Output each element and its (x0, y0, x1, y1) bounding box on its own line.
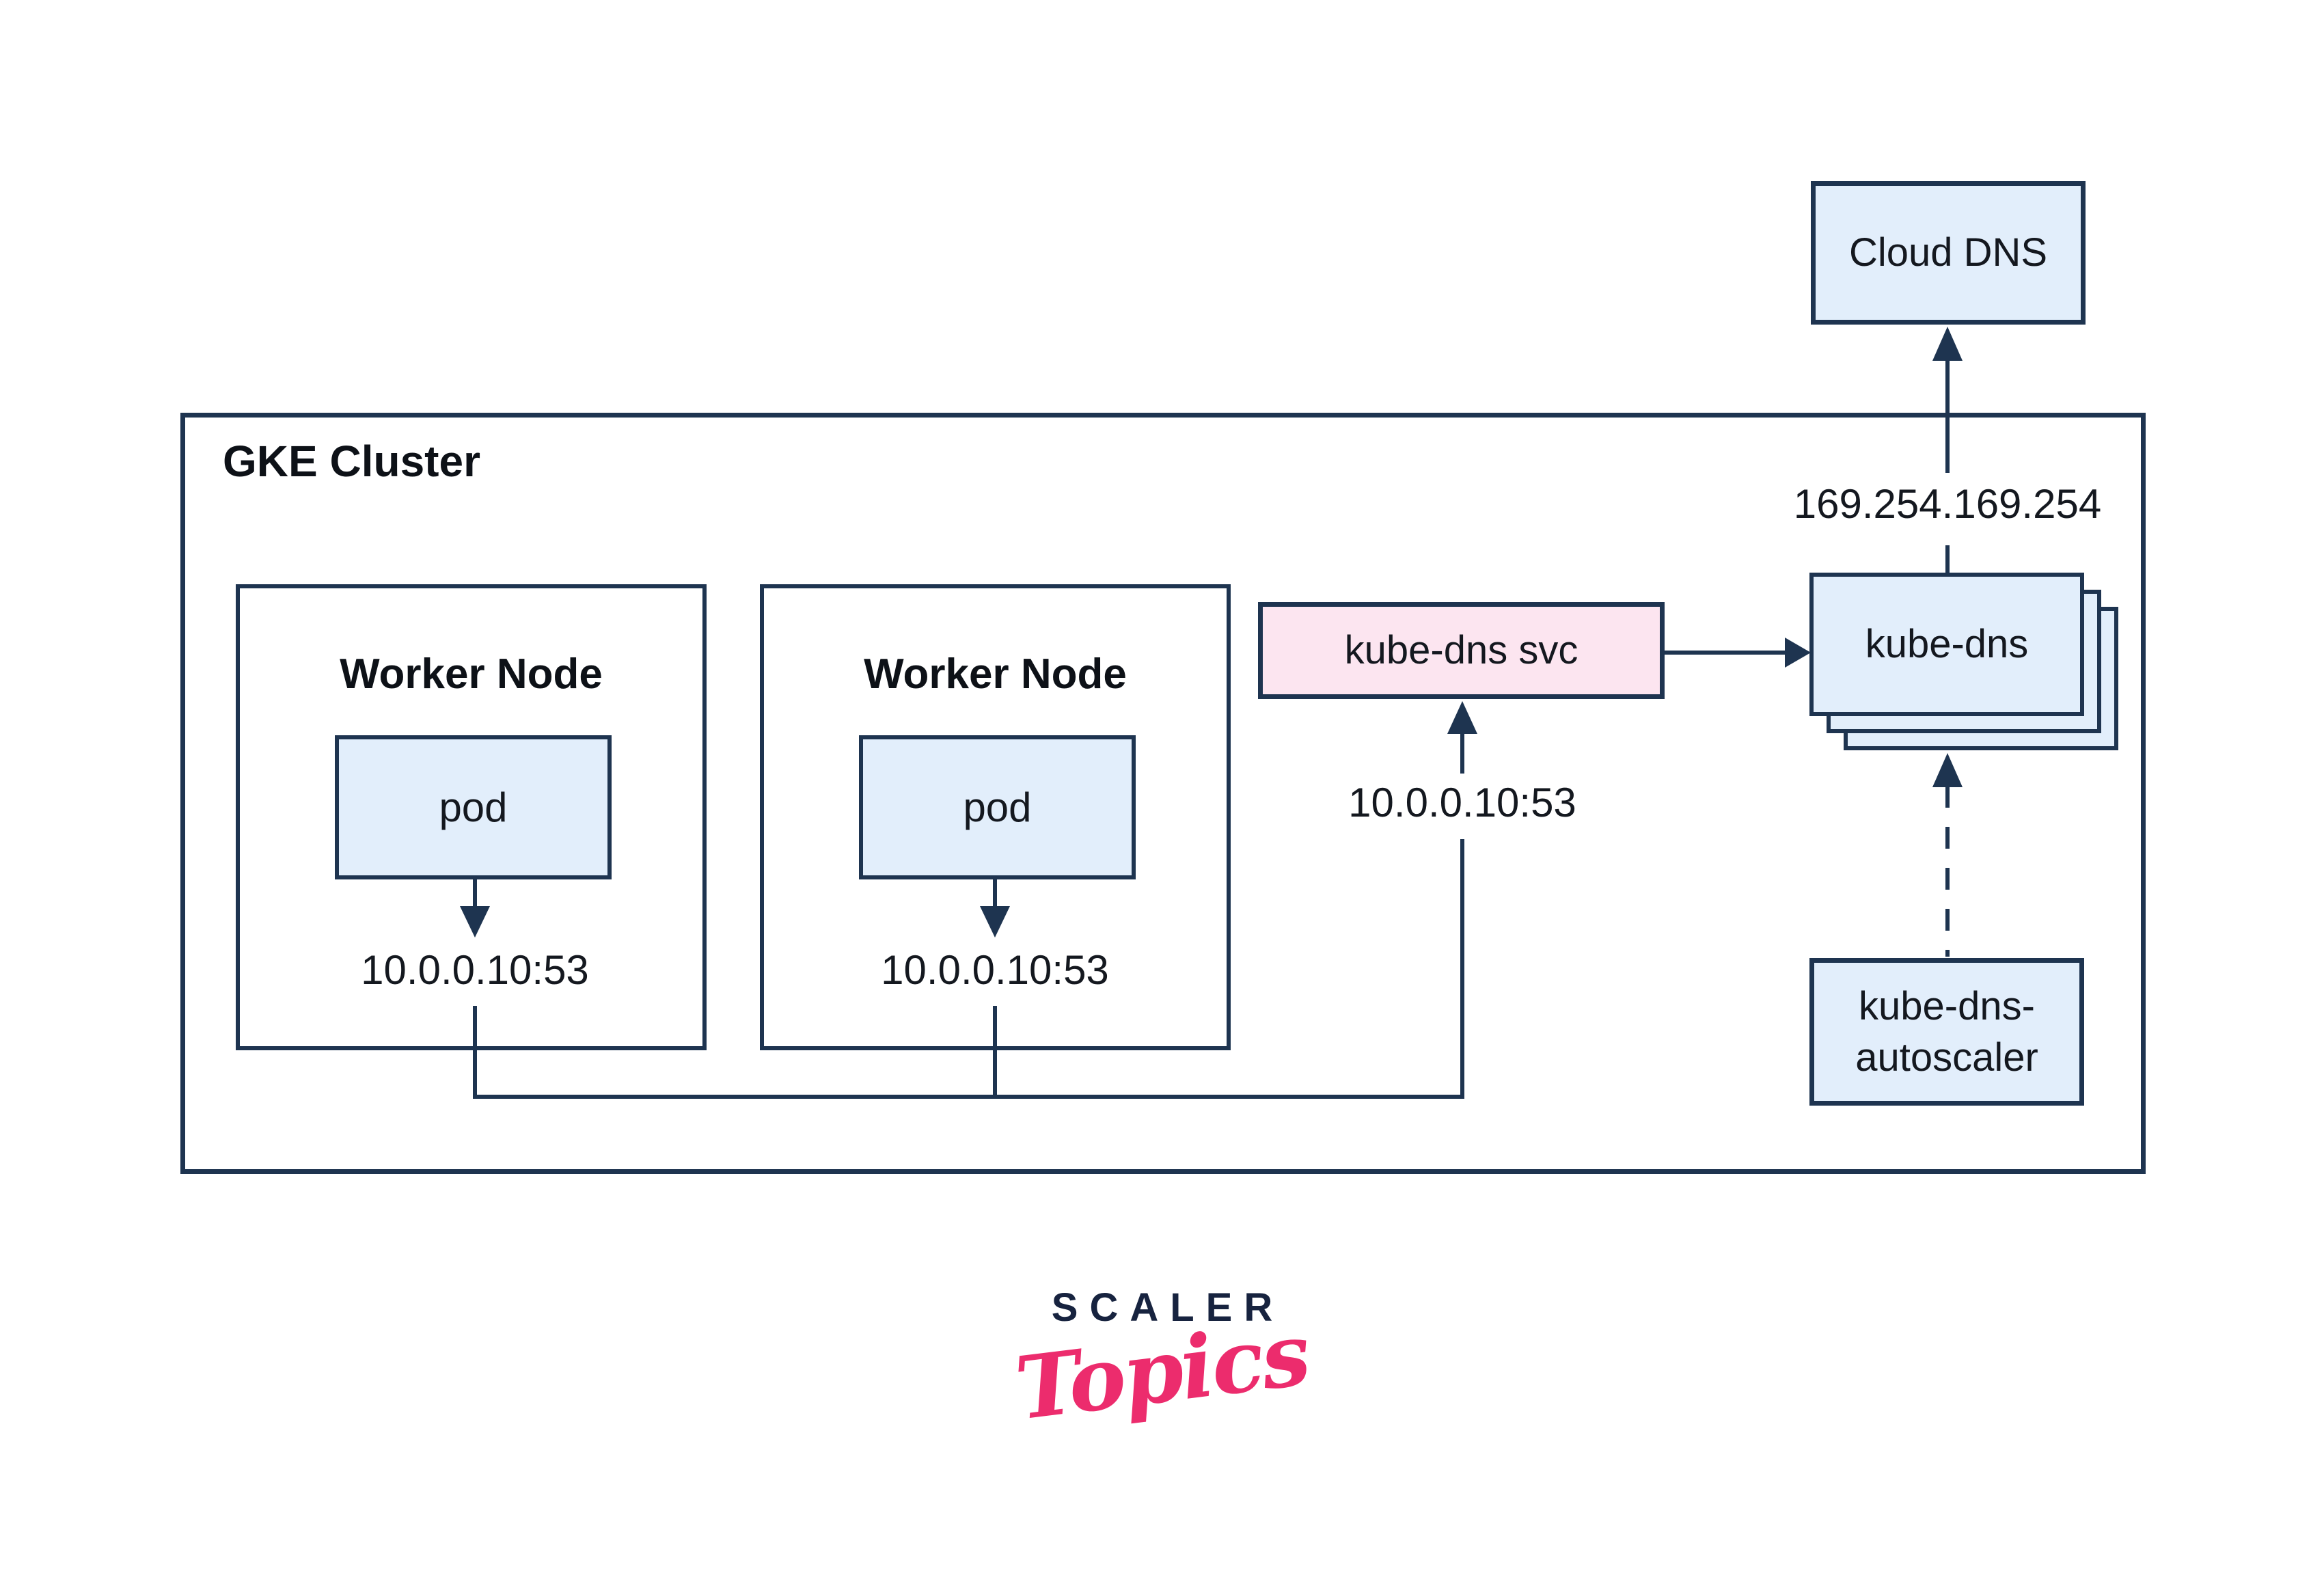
kube-dns-label: kube-dns (1865, 622, 2029, 667)
kube-dns-autoscaler-line2: autoscaler (1855, 1035, 2038, 1080)
worker-1-dns-ip-label: 10.0.0.10:53 (361, 947, 589, 993)
pod-1-box: pod (335, 735, 612, 879)
kube-dns-box: kube-dns (1809, 573, 2084, 716)
kube-dns-svc-box: kube-dns svc (1258, 602, 1665, 699)
svc-arrowhead (1447, 701, 1477, 734)
brand-wordmark: SCALER (1051, 1285, 1285, 1330)
kube-dns-autoscaler-line1: kube-dns- (1859, 983, 2035, 1028)
scaler-logo: SCALER Topics (0, 1285, 2324, 1440)
cloud-dns-box: Cloud DNS (1811, 181, 2086, 325)
kube-dns-svc-ip-label: 10.0.0.10:53 (1348, 780, 1576, 825)
pod-2-box: pod (859, 735, 1136, 879)
autoscaler-arrowhead (1932, 753, 1963, 787)
worker-node-1-box: Worker Node pod (236, 584, 707, 1050)
kube-dns-svc-label: kube-dns svc (1344, 628, 1578, 673)
pod-2-label: pod (963, 784, 1032, 830)
pod-1-arrowhead (460, 906, 490, 938)
pod-1-label: pod (439, 784, 508, 830)
gke-cluster-label: GKE Cluster (223, 437, 480, 486)
kube-dns-autoscaler-box: kube-dns- autoscaler (1809, 958, 2084, 1106)
pod-2-arrowhead (980, 906, 1010, 938)
clouddns-arrowhead (1932, 327, 1963, 361)
metadata-ip-label: 169.254.169.254 (1793, 481, 2102, 527)
cloud-dns-label: Cloud DNS (1848, 230, 2048, 275)
kubedns-arrowhead (1785, 638, 1811, 668)
worker-2-dns-ip-label: 10.0.0.10:53 (881, 947, 1109, 993)
gke-cluster-box (180, 413, 2146, 1174)
worker-node-2-title: Worker Node (864, 651, 1127, 698)
worker-node-1-title: Worker Node (340, 651, 603, 698)
